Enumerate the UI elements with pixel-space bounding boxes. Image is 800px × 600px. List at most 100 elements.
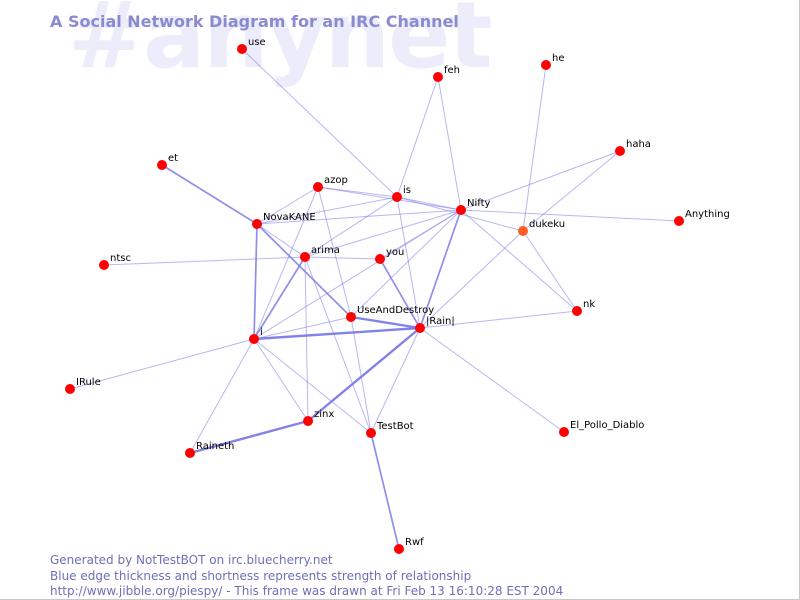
- edge-arima-testbot: [304, 256, 372, 434]
- edge-ntsc-arima: [103, 256, 306, 266]
- node-label: Raineth: [196, 441, 234, 452]
- node-label: haha: [626, 139, 651, 150]
- edge-novakane-i: [253, 223, 258, 340]
- node-dot: [375, 254, 385, 264]
- node-dot: [300, 252, 310, 262]
- node-dot: [541, 60, 551, 70]
- edge-azop-i: [253, 186, 319, 340]
- page-title: A Social Network Diagram for an IRC Chan…: [50, 12, 459, 31]
- edge-i-raineth: [189, 338, 255, 454]
- edge-dukeku-irainl: [419, 230, 524, 329]
- edge-useanddestroy-irainl: [350, 315, 421, 330]
- node-dot: [65, 384, 75, 394]
- node-dot: [572, 306, 582, 316]
- node-azop: azop: [313, 175, 348, 192]
- edge-is-nifty: [396, 196, 462, 211]
- node-label: dukeku: [529, 219, 565, 230]
- node-nk: nk: [572, 299, 595, 316]
- edge-haha-nifty: [460, 150, 621, 211]
- edge-arima-zinx: [304, 256, 309, 422]
- node-dot: [392, 192, 402, 202]
- edge-is-irainl: [396, 196, 421, 329]
- node-dot: [366, 428, 376, 438]
- node-useanddestroy: UseAndDestroy: [346, 305, 434, 322]
- edge-feh-nifty: [437, 76, 462, 211]
- edge-nifty-arima: [304, 209, 462, 258]
- edge-use-is: [241, 48, 398, 198]
- edge-feh-is: [396, 76, 439, 198]
- node-haha: haha: [615, 139, 651, 156]
- node-dot: [456, 205, 466, 215]
- node-novakane: NovaKANE: [252, 212, 316, 229]
- node-label: ntsc: [110, 253, 131, 264]
- edge-nifty-novakane: [256, 209, 462, 225]
- edge-irainl-testbot: [370, 327, 421, 434]
- channel-watermark: #anynet: [68, 0, 493, 89]
- node-anything: Anything: [674, 209, 730, 226]
- node-irainl: |Rain|: [415, 316, 455, 333]
- node-dukeku: dukeku: [518, 219, 565, 236]
- node-dot: [674, 216, 684, 226]
- node-label: zinx: [314, 409, 334, 420]
- node-label: nk: [583, 299, 595, 310]
- edge-useanddestroy-testbot: [350, 316, 372, 434]
- edge-you-irainl: [379, 258, 421, 329]
- node-you: you: [375, 247, 404, 264]
- edge-arima-you: [304, 256, 381, 260]
- edge-he-dukeku: [522, 64, 547, 232]
- edge-testbot-rwf: [370, 432, 400, 550]
- node-label: UseAndDestroy: [357, 305, 434, 316]
- footer-legend-note: Blue edge thickness and shortness repres…: [50, 569, 472, 583]
- node-use: use: [237, 37, 266, 54]
- edges-layer: [69, 48, 680, 550]
- node-dot: [252, 219, 262, 229]
- node-dot: [415, 323, 425, 333]
- edge-novakane-useanddestroy: [256, 223, 352, 318]
- edge-nifty-anything: [460, 209, 680, 222]
- node-label: Nifty: [467, 198, 491, 209]
- edge-nifty-i: [253, 209, 462, 340]
- node-dot: [615, 146, 625, 156]
- edge-azop-novakane: [256, 186, 319, 225]
- node-dot: [249, 334, 259, 344]
- edge-i-irainl: [253, 326, 421, 341]
- edge-irainl-el_pollo_diablo: [419, 327, 565, 433]
- node-ntsc: ntsc: [99, 253, 131, 270]
- nodes-layer: usefehhehahaetazopisNiftydukekuAnythingN…: [65, 37, 730, 554]
- node-label: Anything: [685, 209, 730, 220]
- node-he: he: [541, 53, 565, 70]
- edge-i-testbot: [253, 338, 372, 434]
- node-et: et: [157, 153, 178, 170]
- node-label: use: [248, 37, 266, 48]
- node-zinx: zinx: [303, 409, 334, 426]
- node-label: IRule: [76, 377, 101, 388]
- node-label: he: [552, 53, 565, 64]
- node-dot: [185, 448, 195, 458]
- node-dot: [99, 260, 109, 270]
- node-label: El_Pollo_Diablo: [570, 420, 644, 431]
- edge-dukeku-nk: [522, 230, 578, 312]
- edge-is-novakane: [256, 196, 398, 225]
- edge-raineth-zinx: [189, 419, 309, 455]
- node-is: is: [392, 185, 411, 202]
- edge-novakane-arima: [256, 223, 306, 258]
- node-raineth: Raineth: [185, 441, 234, 458]
- node-arima: arima: [300, 245, 340, 262]
- edge-i-zinx: [253, 338, 309, 422]
- node-dot: [303, 416, 313, 426]
- node-irule: IRule: [65, 377, 101, 394]
- footer-url-timestamp: http://www.jibble.org/piespy/ - This fra…: [50, 584, 564, 598]
- edge-arima-i: [253, 256, 306, 340]
- node-label: |Rain|: [426, 316, 455, 327]
- node-dot: [394, 544, 404, 554]
- node-el_pollo_diablo: El_Pollo_Diablo: [559, 420, 644, 437]
- edge-useanddestroy-i: [253, 316, 352, 340]
- node-dot: [237, 44, 247, 54]
- edge-i-irule: [69, 338, 255, 390]
- edge-is-arima: [304, 196, 398, 258]
- node-label: Rwf: [405, 537, 424, 548]
- node-dot: [559, 427, 569, 437]
- node-i: i: [249, 327, 263, 344]
